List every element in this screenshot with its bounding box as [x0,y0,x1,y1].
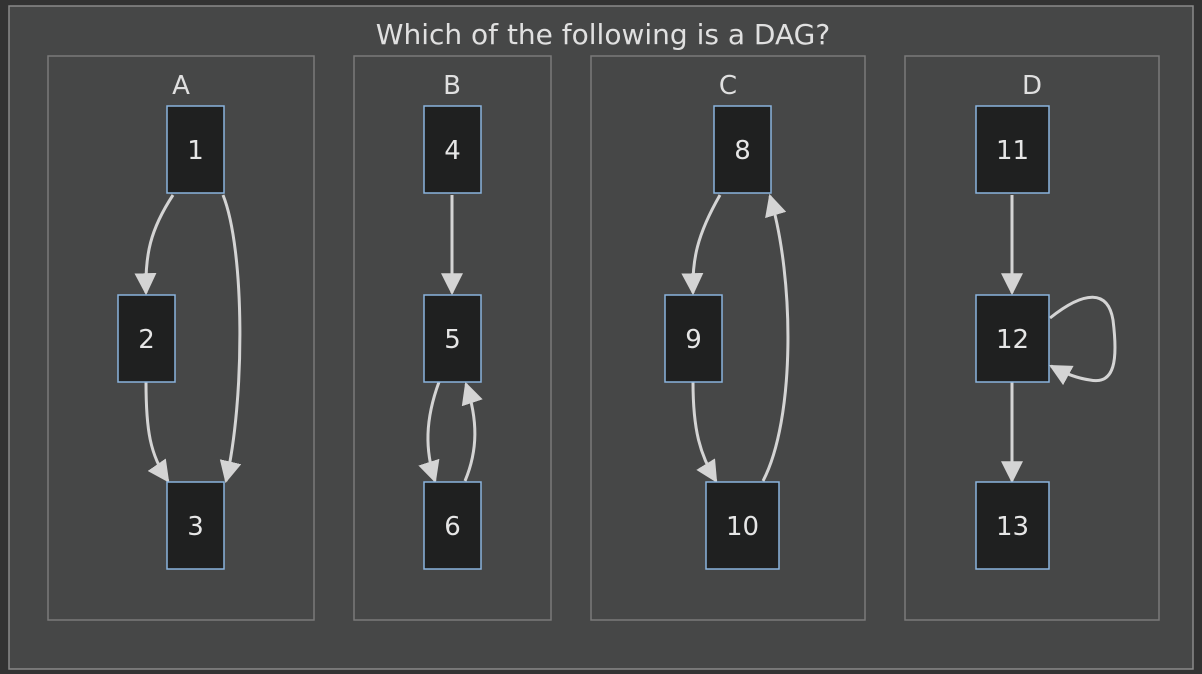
panel-c-label: C [719,71,737,101]
diagram-title: Which of the following is a DAG? [376,18,830,51]
edge-6-5 [461,381,483,482]
panel-a: A 1 2 3 [47,55,315,621]
node-8[interactable]: 8 [713,105,772,194]
edge-5-6 [418,381,441,484]
node-11-label: 11 [996,136,1029,166]
node-8-label: 8 [734,136,751,166]
node-13-label: 13 [996,512,1029,542]
node-10-label: 10 [726,512,759,542]
node-5[interactable]: 5 [423,294,482,383]
panel-b: B 4 5 6 [353,55,552,621]
node-9[interactable]: 9 [664,294,723,383]
node-12[interactable]: 12 [975,294,1050,383]
node-10[interactable]: 10 [705,481,780,570]
node-3-label: 3 [187,512,204,542]
node-6-label: 6 [444,512,461,542]
panel-c: C 8 9 10 [590,55,866,621]
edge-1-2 [134,194,175,296]
node-13[interactable]: 13 [975,481,1050,570]
edge-9-10 [691,381,718,483]
node-3[interactable]: 3 [166,481,225,570]
node-4[interactable]: 4 [423,105,482,194]
panel-d-label: D [1022,71,1042,101]
edge-1-3 [219,194,242,484]
edge-2-3 [144,381,170,483]
node-6[interactable]: 6 [423,481,482,570]
node-11[interactable]: 11 [975,105,1050,194]
panel-d: D 11 12 13 [904,55,1160,621]
panel-b-label: B [443,71,461,101]
node-1-label: 1 [187,136,204,166]
panel-b-frame [353,55,552,621]
node-2-label: 2 [138,325,155,355]
node-2[interactable]: 2 [117,294,176,383]
edge-12-12 [1049,295,1117,386]
node-4-label: 4 [444,136,461,166]
node-5-label: 5 [444,325,461,355]
node-12-label: 12 [996,325,1029,355]
node-1[interactable]: 1 [166,105,225,194]
edge-8-9 [681,194,722,296]
panel-a-frame [47,55,315,621]
edge-10-8 [761,193,790,482]
panel-c-frame [590,55,866,621]
node-9-label: 9 [685,325,702,355]
panel-d-frame [904,55,1160,621]
panel-a-label: A [172,71,190,101]
